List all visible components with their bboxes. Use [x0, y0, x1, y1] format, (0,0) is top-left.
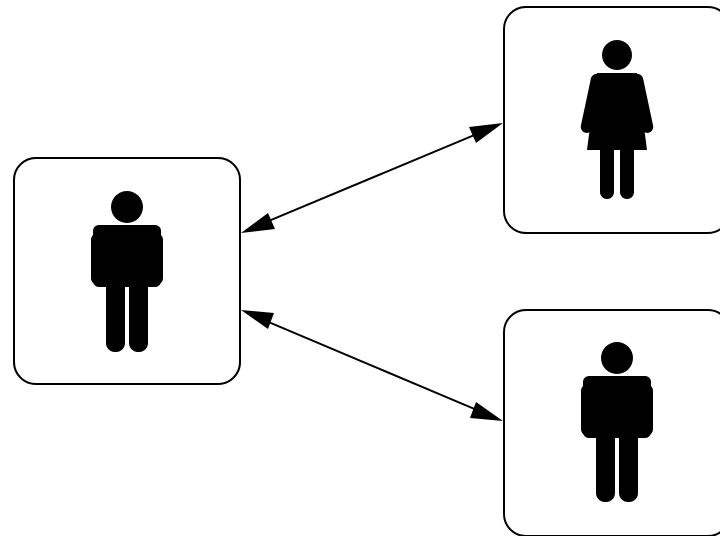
connector-line — [258, 317, 485, 414]
node-top-right — [503, 6, 720, 234]
arrowhead-left — [241, 310, 274, 329]
female-person-icon — [580, 40, 654, 199]
arrowhead-bottom-right — [470, 402, 503, 421]
arrowhead-top-right — [469, 123, 503, 143]
edge-left-to-top-right — [241, 123, 503, 233]
edge-left-to-bottom-right — [241, 310, 503, 421]
node-left — [13, 157, 241, 385]
connector-line — [258, 130, 485, 226]
male-person-icon — [581, 342, 653, 502]
male-person-icon — [91, 191, 163, 352]
node-bottom-right — [503, 309, 720, 536]
arrowhead-left — [241, 213, 275, 233]
